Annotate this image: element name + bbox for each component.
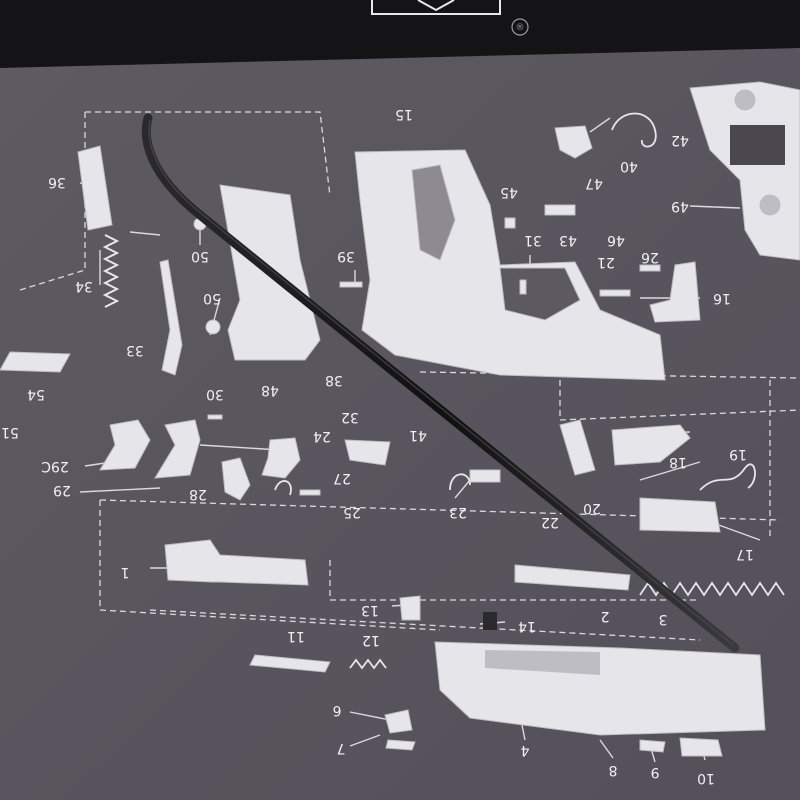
exploded-gun-parts: [0, 81, 800, 757]
label-part-31: 31: [524, 232, 542, 248]
label-part-34: 34: [75, 278, 93, 294]
label-part-50b: 50: [203, 290, 221, 306]
label-part-11: 11: [287, 628, 305, 644]
label-part-14: 14: [518, 618, 536, 634]
label-part-2: 2: [601, 608, 610, 624]
label-part-28: 28: [189, 486, 207, 502]
label-part-10: 10: [697, 770, 715, 786]
label-part-39: 39: [337, 248, 355, 264]
part-barrel: [164, 539, 309, 586]
label-part-18: 18: [669, 454, 687, 470]
label-part-29c: 29C: [41, 458, 69, 474]
label-part-1: 1: [121, 564, 130, 580]
label-part-12: 12: [362, 632, 380, 648]
logo-registered-mark: ®: [516, 23, 525, 33]
label-part-46: 46: [607, 232, 625, 248]
label-part-27: 27: [333, 470, 351, 486]
label-part-26: 26: [641, 249, 659, 265]
label-part-13: 13: [361, 602, 379, 618]
label-part-49: 49: [671, 198, 689, 214]
label-part-24: 24: [313, 428, 331, 444]
label-part-43: 43: [559, 232, 577, 248]
label-part-30: 30: [206, 386, 224, 402]
label-part-51: 51: [1, 424, 19, 440]
part-number-labels: 1 2 3 4 6 7 8 9 10 11 12 13 14 15 16 17 …: [1, 23, 754, 786]
exploded-view-guides: [19, 111, 800, 641]
label-part-7: 7: [337, 740, 346, 756]
brand-logo: [371, 0, 529, 36]
cleaning-pick-tool: [141, 113, 740, 653]
label-part-4: 4: [520, 742, 529, 758]
label-part-19: 19: [729, 446, 747, 462]
label-part-15: 15: [395, 106, 413, 122]
label-part-33: 33: [126, 342, 144, 358]
label-part-42: 42: [671, 132, 689, 148]
label-part-25: 25: [343, 504, 361, 520]
label-part-50a: 50: [191, 248, 209, 264]
label-part-47: 47: [585, 175, 603, 191]
label-part-16: 16: [713, 290, 731, 306]
label-part-23: 23: [449, 504, 467, 520]
label-part-8: 8: [609, 762, 618, 778]
label-part-41: 41: [409, 427, 427, 443]
label-part-6: 6: [332, 702, 341, 718]
label-part-3: 3: [659, 611, 668, 627]
label-part-22: 22: [541, 514, 559, 530]
label-part-40: 40: [620, 158, 638, 174]
label-part-54: 54: [27, 386, 45, 402]
label-part-29: 29: [53, 482, 71, 498]
label-part-17: 17: [736, 546, 754, 562]
label-part-9: 9: [651, 764, 660, 780]
label-part-20: 20: [583, 500, 601, 516]
springs: [274, 112, 785, 670]
label-part-45: 45: [500, 184, 518, 200]
label-part-48: 48: [261, 382, 279, 398]
label-part-36: 36: [48, 174, 66, 190]
label-part-21: 21: [597, 254, 615, 270]
label-part-32: 32: [341, 409, 359, 425]
label-part-38: 38: [325, 372, 343, 388]
